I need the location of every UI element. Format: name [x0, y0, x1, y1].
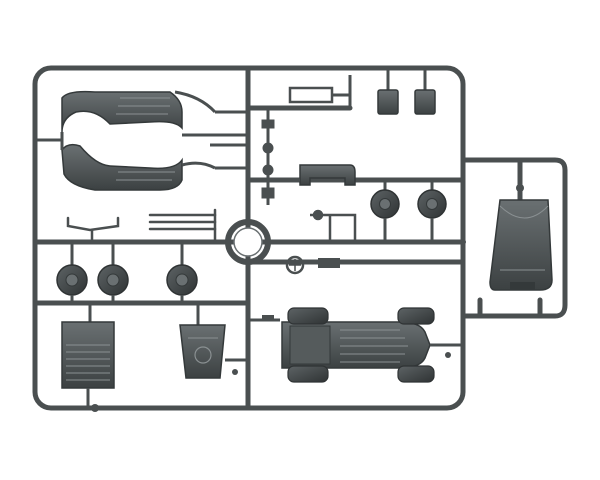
wheel-right-2 — [417, 180, 447, 242]
body-side-panel-upper — [61, 90, 217, 133]
seat-part-1 — [377, 68, 399, 115]
wheel-left-1 — [56, 242, 88, 303]
radiator-grille-part — [61, 303, 115, 408]
seat-part-2 — [414, 68, 436, 115]
canvas-top-part — [489, 199, 553, 291]
wheel-left-3 — [166, 242, 198, 303]
exhaust-pipe-part — [288, 75, 352, 108]
chassis-part — [248, 307, 463, 383]
rod-parts — [66, 208, 217, 244]
body-side-panel-lower — [61, 143, 216, 191]
steering-wheel-part — [285, 255, 340, 275]
sprue-frame — [32, 65, 466, 411]
engine-cover-part — [179, 303, 248, 379]
wheel-left-2 — [97, 242, 129, 303]
wheel-right-1 — [370, 180, 400, 242]
center-hub — [225, 219, 271, 265]
linkage-parts — [310, 209, 357, 242]
frame-studs — [91, 184, 524, 412]
panel-sprue-gates — [35, 110, 248, 170]
fender-part — [290, 164, 356, 186]
side-extension-frame — [460, 157, 568, 319]
small-bits-column — [261, 110, 275, 205]
